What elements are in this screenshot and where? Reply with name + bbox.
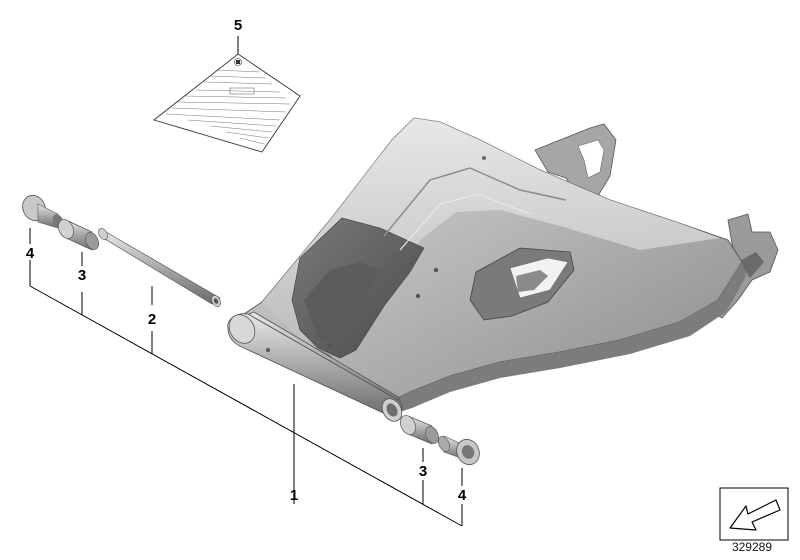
- label-sticker: [153, 53, 301, 153]
- spacer-tube: [98, 228, 221, 307]
- callout-2: 2: [148, 311, 156, 328]
- swing-arm-pivot-tube: [227, 311, 403, 422]
- bushing-right: [400, 415, 439, 445]
- bushing-left: [58, 219, 99, 251]
- arrow-icon: [729, 499, 781, 531]
- reference-number: 329289: [731, 540, 772, 554]
- callout-1: 1: [290, 487, 298, 504]
- callout-4-right: 4: [458, 487, 467, 504]
- callout-3-left: 3: [78, 267, 86, 284]
- callout-4-left: 4: [26, 245, 35, 262]
- callout-5: 5: [234, 17, 242, 34]
- direction-indicator: [719, 487, 789, 541]
- callout-3-right: 3: [419, 463, 427, 480]
- flanged-bushing-left: [22, 194, 64, 229]
- flanged-bushing-right: [438, 435, 480, 466]
- swing-arm: [227, 117, 779, 422]
- leader-lines: [29, 36, 463, 527]
